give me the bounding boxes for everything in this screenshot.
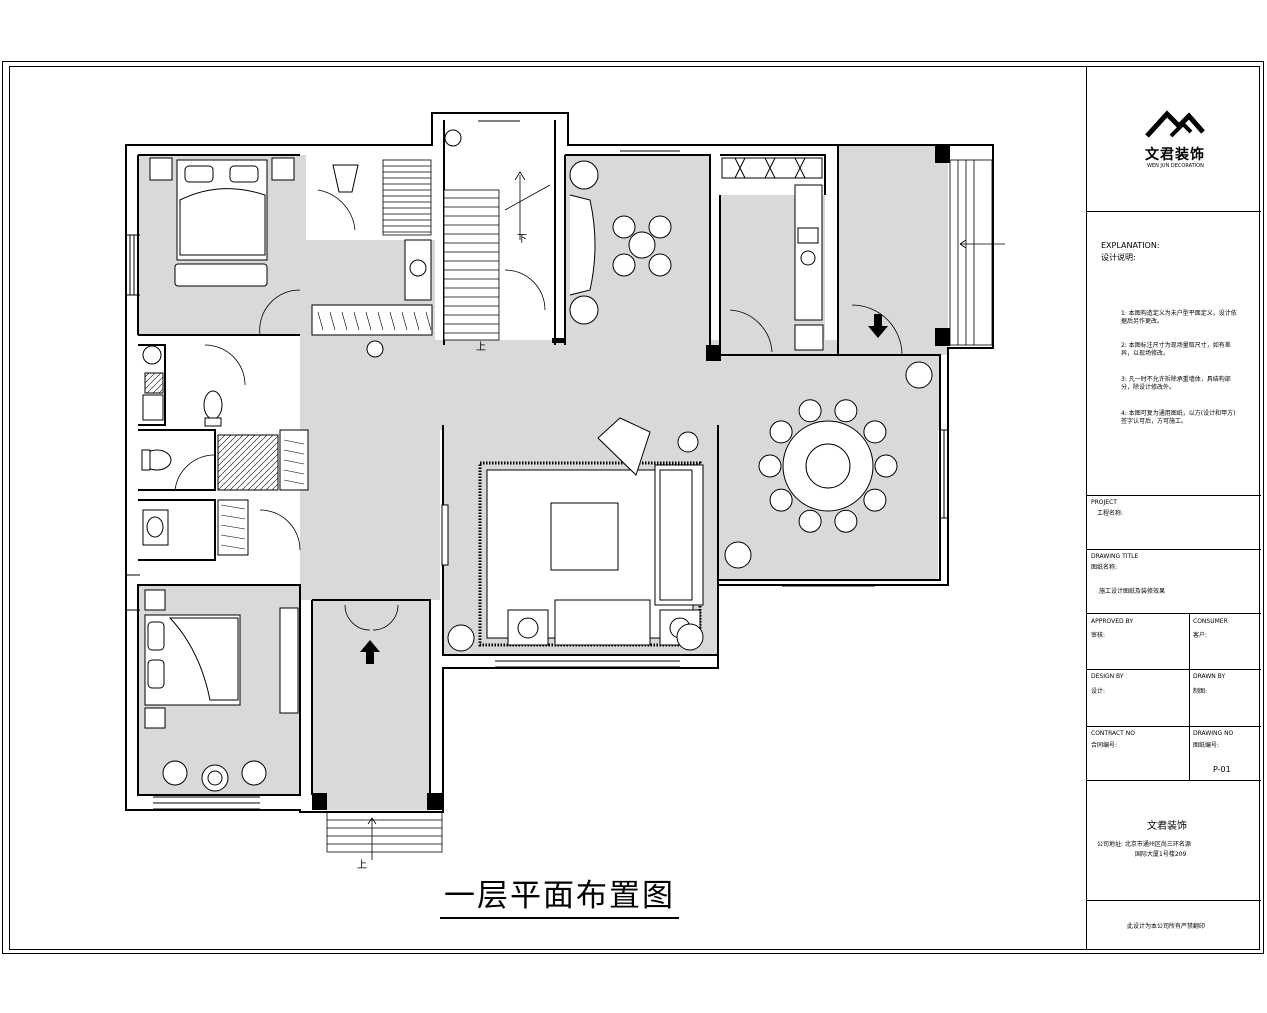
drawing-no-value: P-01 <box>1213 765 1231 774</box>
bed-bottom <box>144 589 299 729</box>
sunroom-stair <box>949 159 1005 346</box>
brand-logo-area: 文君装饰 WEN JUN DECORATION <box>1087 66 1261 211</box>
direction-arrows <box>360 314 888 664</box>
kitchen-counters <box>721 157 824 351</box>
bathroom-fixtures <box>141 164 432 546</box>
footer-note: 此设计为本公司所有严禁翻印 <box>1127 923 1206 930</box>
entrance-stair <box>326 811 443 860</box>
design-cn: 设计: <box>1091 688 1106 695</box>
drawing-no-cn: 图纸编号: <box>1193 742 1220 749</box>
consumer-en: CONSUMER <box>1193 618 1228 625</box>
living-furniture <box>441 417 704 647</box>
project-en: PROJECT <box>1091 499 1117 506</box>
doors <box>174 189 903 631</box>
project-cn: 工程名称: <box>1097 510 1124 517</box>
drawing-title-cn: 图纸名称: <box>1091 564 1118 571</box>
approved-cn: 审核: <box>1091 632 1106 639</box>
main-stair <box>443 171 551 341</box>
stair-down-label: 下 <box>517 234 527 245</box>
project-section: PROJECT 工程名称: <box>1087 495 1261 549</box>
company-section: 文君装饰 公司地址: 北京市通州区尚三环名源 国际大厦1号楼209 <box>1087 780 1261 900</box>
note-3: 3: 凡一时不允许拆除承重墙体，具结构部分，除设计修改外。 <box>1121 376 1231 391</box>
drawing-title: 一层平面布置图 <box>440 870 679 919</box>
company-address-line2: 国际大厦1号楼209 <box>1135 851 1187 858</box>
closet-left-mid <box>217 434 279 491</box>
contract-en: CONTRACT NO <box>1091 730 1135 737</box>
footer-section: 此设计为本公司所有严禁翻印 <box>1087 900 1261 950</box>
closet-hangers <box>220 311 432 550</box>
brand-subtitle: WEN JUN DECORATION <box>1147 163 1204 169</box>
closet-lower <box>217 499 249 556</box>
company-address-line1: 公司地址: 北京市通州区尚三环名源 <box>1097 841 1191 848</box>
lounge-chairs <box>162 760 267 792</box>
note-2: 2: 本图标注尺寸为现场量取尺寸，如有差异，以现场修改。 <box>1121 342 1231 357</box>
entrance-hall <box>312 600 430 810</box>
design-en: DESIGN BY <box>1091 673 1124 680</box>
brand-name: 文君装饰 <box>1145 147 1205 163</box>
explanation-section: EXPLANATION: 设计说明: 1: 本图构造定义为未户型平面定义，设计依… <box>1087 211 1261 495</box>
windows <box>126 112 948 810</box>
approval-section: APPROVED BY 审核: CONSUMER 客户: DESIGN BY 设… <box>1087 613 1261 781</box>
drawing-title-section: DRAWING TITLE 图纸名称: 施工设计图纸及装修效果 <box>1087 549 1261 613</box>
sheet-outer-border <box>2 61 1264 954</box>
contract-cn: 合同编号: <box>1091 742 1118 749</box>
note-4: 4: 本图可复为通用图纸，以方(设计和甲方)签字认可后，方可施工。 <box>1121 410 1236 425</box>
stair-up-label: 上 <box>476 341 486 353</box>
house-logo-icon <box>1145 110 1205 138</box>
columns <box>312 145 950 810</box>
entrance-up-label: 上 <box>357 859 367 871</box>
note-1: 1: 本图构造定义为未户型平面定义，设计依据后另作更改。 <box>1121 310 1237 325</box>
company-name: 文君装饰 <box>1147 821 1187 832</box>
small-stair <box>382 159 432 236</box>
closet-top <box>311 304 433 336</box>
approved-en: APPROVED BY <box>1091 618 1134 625</box>
drawn-cn: 制图: <box>1193 688 1208 695</box>
drawing-title-value: 施工设计图纸及装修效果 <box>1099 588 1166 595</box>
consumer-cn: 客户: <box>1193 632 1208 639</box>
explanation-cn: 设计说明: <box>1101 253 1136 262</box>
drawn-en: DRAWN BY <box>1193 673 1226 680</box>
sunroom <box>838 145 948 355</box>
drawing-no-en: DRAWING NO <box>1193 730 1234 737</box>
drawing-title-en: DRAWING TITLE <box>1091 553 1139 560</box>
dining-table-small <box>569 194 672 296</box>
bed-top <box>149 157 295 287</box>
kitchen-hatch <box>144 372 164 394</box>
explanation-en: EXPLANATION: <box>1101 241 1160 250</box>
sheet-inner-border <box>9 66 1260 950</box>
title-block: 文君装饰 WEN JUN DECORATION EXPLANATION: 设计说… <box>1086 66 1261 950</box>
floor-plan: 上 下 <box>125 112 1005 871</box>
hall-corridor <box>300 340 440 600</box>
plants <box>444 129 933 652</box>
dining-table-round <box>758 399 898 533</box>
